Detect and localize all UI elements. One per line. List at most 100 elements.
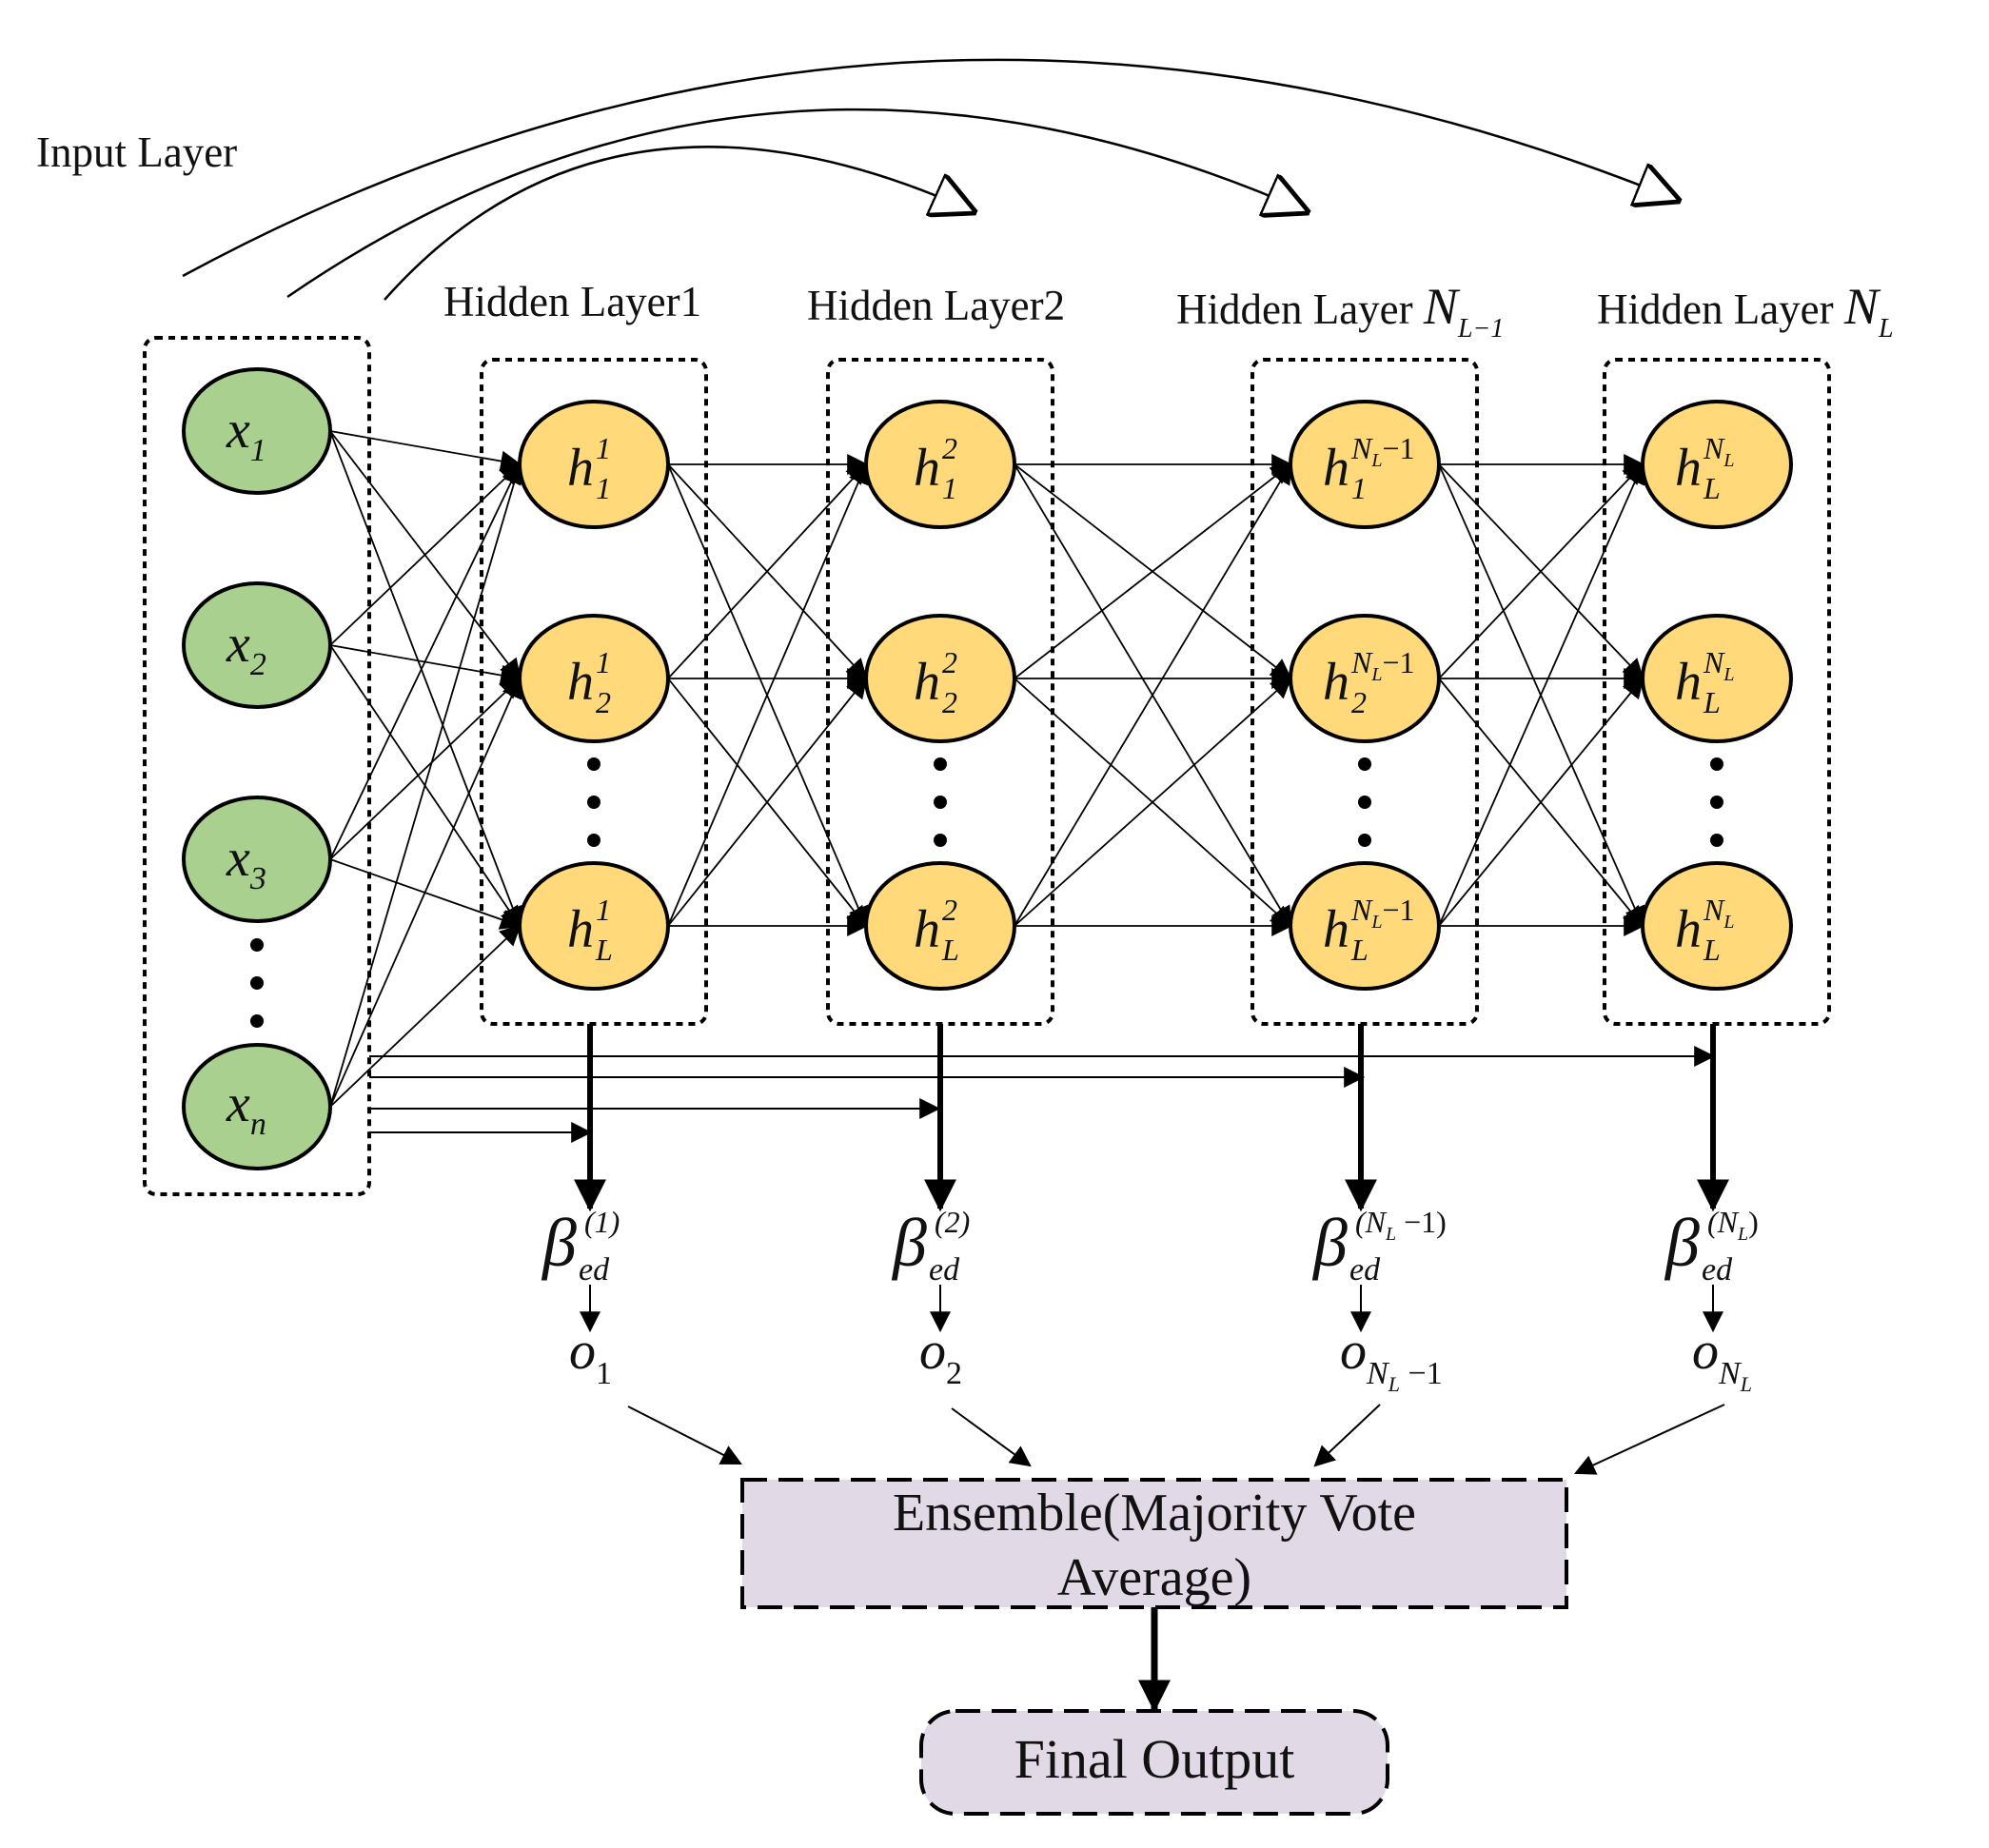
- svg-text:L: L: [595, 933, 613, 967]
- svg-text:h: h: [1323, 439, 1349, 498]
- svg-text:1: 1: [596, 471, 611, 505]
- ensemble-label-line1: Ensemble(Majority Vote: [893, 1484, 1416, 1543]
- final-output-label: Final Output: [1014, 1728, 1295, 1790]
- beta-sup-3: (NL −1): [1355, 1205, 1447, 1245]
- hidden-layer-1-title: Hidden Layer1: [443, 278, 701, 325]
- beta-label-4: β: [1664, 1205, 1700, 1281]
- beta-label-3: β: [1311, 1205, 1348, 1281]
- edge: [329, 462, 522, 646]
- svg-text:h: h: [1323, 653, 1349, 712]
- edge: [1014, 462, 1292, 927]
- hidden-ellipsis-dots-1: [587, 757, 601, 847]
- edge: [329, 430, 523, 929]
- input-node-x1: x1: [182, 367, 332, 495]
- svg-text:h: h: [1323, 900, 1349, 959]
- ensemble-label-line2: Average): [1057, 1548, 1251, 1607]
- beta-label-1: β: [541, 1205, 577, 1281]
- svg-text:2: 2: [1351, 685, 1367, 719]
- hidden-layer-1-box: [480, 358, 708, 1026]
- edge: [1438, 462, 1645, 927]
- svg-text:L: L: [1703, 933, 1721, 967]
- svg-text:NL: NL: [1703, 893, 1734, 933]
- svg-text:h: h: [1675, 439, 1702, 498]
- edge: [329, 462, 524, 1108]
- svg-text:2: 2: [596, 685, 611, 719]
- svg-text:x3: x3: [226, 829, 266, 896]
- svg-text:h: h: [914, 439, 940, 498]
- beta-sub-2: ed: [929, 1252, 960, 1288]
- svg-text:2: 2: [942, 685, 957, 719]
- svg-text:h: h: [1675, 653, 1702, 712]
- svg-text:1: 1: [596, 893, 611, 927]
- svg-text:2: 2: [942, 645, 957, 679]
- output-label-3: oNL −1: [1340, 1322, 1443, 1396]
- svg-text:2: 2: [942, 893, 957, 927]
- svg-text:x1: x1: [226, 401, 266, 468]
- svg-text:h: h: [567, 653, 594, 712]
- input-node-x3: x3: [182, 796, 332, 923]
- beta-sub-4: ed: [1702, 1252, 1733, 1288]
- beta-sup-4: (NL): [1707, 1205, 1759, 1245]
- beta-sup-2: (2): [935, 1205, 970, 1239]
- hidden-layer-nl-1-title: Hidden Layer NL−1: [1176, 278, 1504, 344]
- hidden-ellipsis-dots-3: [1358, 757, 1371, 847]
- output-label-2: o2: [919, 1322, 962, 1391]
- edge: [667, 677, 868, 927]
- layer-edges: [329, 430, 1645, 1108]
- edge: [1014, 462, 1292, 679]
- svg-text:L: L: [941, 933, 959, 967]
- output-label-4: oNL: [1692, 1322, 1752, 1396]
- svg-text:NL: NL: [1703, 431, 1734, 471]
- skip-arc-to-nl-1: [286, 108, 1306, 299]
- svg-text:1: 1: [942, 471, 957, 505]
- svg-text:1: 1: [596, 431, 611, 465]
- edge: [329, 677, 522, 860]
- edge: [329, 924, 522, 1108]
- svg-text:NL−1: NL−1: [1350, 893, 1415, 933]
- input-bypass-arrows: [369, 1046, 1716, 1143]
- svg-text:h: h: [914, 900, 940, 959]
- edge: [1014, 677, 1292, 927]
- edge: [329, 676, 522, 1108]
- input-ellipsis-dots: [250, 938, 264, 1028]
- hidden-layer-2-title: Hidden Layer2: [807, 282, 1065, 329]
- svg-text:L: L: [1350, 933, 1369, 967]
- svg-text:NL−1: NL−1: [1350, 431, 1415, 471]
- edge: [1438, 462, 1644, 679]
- svg-text:L: L: [1703, 471, 1721, 505]
- hidden-layer-nl-box: [1603, 358, 1831, 1026]
- beta-sub-3: ed: [1349, 1252, 1381, 1288]
- edge: [329, 462, 522, 860]
- output-label-1: o1: [569, 1322, 612, 1391]
- svg-text:h: h: [914, 653, 940, 712]
- hidden-layer-nl-1-box: [1251, 358, 1479, 1026]
- beta-sup-1: (1): [584, 1205, 620, 1239]
- svg-text:1: 1: [1351, 471, 1367, 505]
- beta-sub-1: ed: [579, 1252, 610, 1288]
- hidden-ellipsis-dots-4: [1710, 757, 1723, 847]
- hidden-layer-nl-title: Hidden Layer NL: [1597, 278, 1894, 344]
- final-output-box: Final Output: [919, 1709, 1389, 1816]
- svg-text:NL: NL: [1703, 645, 1734, 685]
- skip-arc-to-layer2: [384, 146, 973, 301]
- ensemble-input-arrows: [627, 1404, 1725, 1475]
- edge: [667, 462, 868, 679]
- svg-text:1: 1: [596, 645, 611, 679]
- input-layer-box: [143, 336, 371, 1196]
- ensemble-box: Ensemble(Majority Vote Average): [740, 1478, 1568, 1609]
- svg-text:NL−1: NL−1: [1350, 645, 1415, 685]
